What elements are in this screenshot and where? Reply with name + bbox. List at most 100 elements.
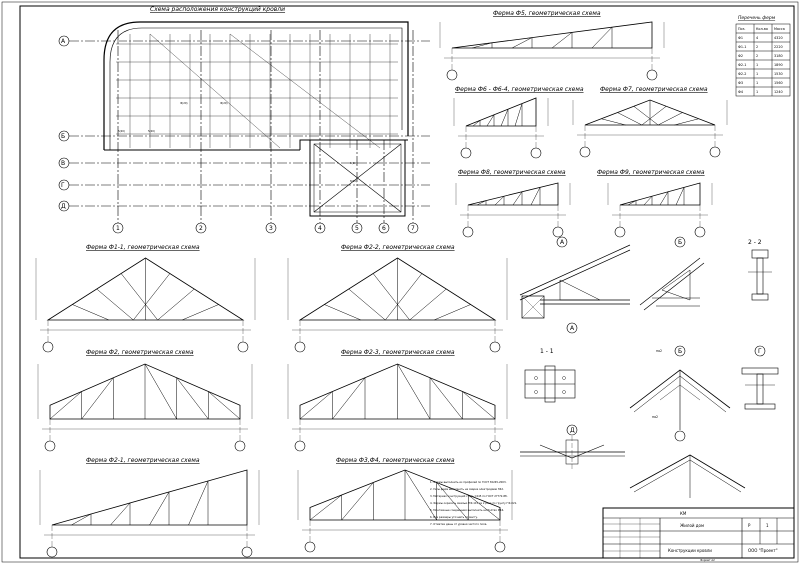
title-f8: Ферма Ф8, геометрическая схема bbox=[458, 169, 566, 176]
axis-label-2: 2 bbox=[199, 225, 203, 232]
truss-f2-1 bbox=[39, 469, 260, 558]
truss-f5 bbox=[439, 21, 665, 81]
table-cell: Ф2-2 bbox=[738, 72, 746, 76]
roof-plan: Схема расположения конструкций кровли А … bbox=[58, 6, 430, 234]
note-6: 6. Все размеры уточнить по месту. bbox=[430, 515, 478, 519]
plan-mark-2: Ф(20) bbox=[220, 101, 228, 105]
table-cell: 1890 bbox=[774, 63, 783, 67]
row-axes bbox=[58, 35, 430, 212]
roof-outline bbox=[103, 21, 409, 217]
table-cell: 1 bbox=[756, 72, 758, 76]
axis-label-7: 7 bbox=[411, 225, 415, 232]
table-cell: 2 bbox=[756, 54, 758, 58]
table-cell: 1 bbox=[756, 81, 758, 85]
truss-f2-3 bbox=[287, 363, 508, 452]
node-detail-ridge-2 bbox=[629, 454, 746, 498]
title-f9: Ферма Ф9, геометрическая схема bbox=[597, 169, 705, 176]
table-cell: Ф4 bbox=[738, 90, 743, 94]
axis-label-1: 1 bbox=[116, 225, 120, 232]
truss-list-title: Перечень ферм bbox=[738, 15, 776, 21]
title-f1-1: Ферма Ф1-1, геометрическая схема bbox=[86, 244, 200, 251]
table-cell: 4 bbox=[756, 36, 758, 40]
table-cell: 2 bbox=[756, 45, 758, 49]
table-cell: 3180 bbox=[774, 54, 783, 58]
stamp-org: ООО "Проект" bbox=[748, 548, 778, 553]
table-header-cell: Масса bbox=[774, 27, 785, 31]
plan-grid bbox=[116, 33, 398, 149]
truss-schemes bbox=[35, 21, 728, 558]
note-3: 3. Материал конструкций сталь С245 по ГО… bbox=[430, 494, 508, 498]
axis-label-a: А bbox=[61, 38, 66, 45]
node-detail-g bbox=[741, 345, 779, 410]
axis-label-g: Г bbox=[61, 182, 65, 189]
truss-f8 bbox=[455, 182, 571, 238]
title-block bbox=[602, 507, 795, 559]
node-details bbox=[519, 236, 779, 498]
stamp-code: КМ bbox=[680, 511, 687, 516]
plan-mark-4: 5(20) bbox=[148, 129, 155, 133]
table-header-cell: Кол-во bbox=[756, 27, 768, 31]
truss-f3f4 bbox=[297, 469, 513, 553]
truss-f2-2 bbox=[287, 257, 508, 353]
node-detail-a bbox=[519, 236, 631, 334]
truss-f1-1 bbox=[35, 257, 256, 353]
plan-mark-6: 8(20) bbox=[350, 179, 357, 183]
title-f2-2: Ферма Ф2-2, геометрическая схема bbox=[341, 244, 455, 251]
table-cell: 1 bbox=[756, 90, 758, 94]
section-1-1 bbox=[524, 365, 576, 403]
table-cell: Ф2-1 bbox=[738, 63, 746, 67]
section-2-2 bbox=[748, 249, 772, 301]
truss-f6 bbox=[453, 97, 549, 159]
title-f2-3: Ферма Ф2-3, геометрическая схема bbox=[341, 349, 455, 356]
axis-label-b: Б bbox=[61, 133, 65, 140]
format-label: Формат А2 bbox=[700, 558, 715, 562]
node-detail-b bbox=[639, 236, 705, 311]
note-1: 1. Фермы выполнить из профилей по ГОСТ 3… bbox=[430, 480, 507, 484]
stamp-stage: Р bbox=[748, 523, 751, 528]
po2-mark-2: по2 bbox=[652, 415, 658, 419]
table-cell: 1530 bbox=[774, 72, 783, 76]
section-mark-2-2: 2 - 2 bbox=[748, 239, 762, 246]
note-5: 5. Монтажные соединения выполнить на бол… bbox=[430, 508, 504, 512]
table-cell: 1560 bbox=[774, 81, 783, 85]
col-axes bbox=[112, 30, 419, 234]
plan-mark-1: Ф(20) bbox=[180, 101, 188, 105]
truss-f7 bbox=[572, 99, 728, 158]
title-f5: Ферма Ф5, геометрическая схема bbox=[493, 10, 601, 17]
node-detail-ridge bbox=[629, 345, 731, 442]
po2-mark-1: по2 bbox=[656, 349, 662, 353]
table-cell: Ф2 bbox=[738, 54, 743, 58]
table-cell: 2220 bbox=[774, 45, 783, 49]
node-mark-b1: Б bbox=[678, 348, 682, 355]
plan-title: Схема расположения конструкций кровли bbox=[150, 6, 285, 13]
general-notes: 1. Фермы выполнить из профилей по ГОСТ 3… bbox=[430, 480, 517, 526]
plan-mark-3: 5(20) bbox=[118, 129, 125, 133]
note-7: 7. Отметки даны от уровня чистого пола. bbox=[430, 522, 487, 526]
title-f7: Ферма Ф7, геометрическая схема bbox=[600, 86, 708, 93]
axis-label-6: 6 bbox=[382, 225, 386, 232]
title-f2-1: Ферма Ф2-1, геометрическая схема bbox=[86, 457, 200, 464]
node-detail-d bbox=[520, 424, 625, 470]
section-mark-1-1: 1 - 1 bbox=[540, 348, 554, 355]
table-header-cell: Поз. bbox=[738, 27, 746, 31]
table-cell: Ф3 bbox=[738, 81, 743, 85]
table-cell: Ф1-1 bbox=[738, 45, 746, 49]
stamp-object: Жилой дом bbox=[680, 523, 704, 528]
axis-label-d: Д bbox=[61, 203, 66, 210]
axis-label-3: 3 bbox=[269, 225, 273, 232]
stamp-sheet-title: Конструкции кровли bbox=[668, 548, 712, 553]
node-mark-b: Б bbox=[678, 239, 682, 246]
node-mark-a2: А bbox=[570, 325, 575, 332]
title-f3f4: Ферма Ф3,Ф4, геометрическая схема bbox=[336, 457, 455, 464]
note-2: 2. Узлы ферм выполнить на сварке электро… bbox=[430, 487, 504, 491]
table-cell: 1 bbox=[756, 63, 758, 67]
node-mark-a: А bbox=[560, 239, 565, 246]
stamp-sheet: 1 bbox=[766, 523, 769, 528]
note-4: 4. Фермы окрасить эмалью ПФ-115 за 2 раз… bbox=[430, 501, 517, 505]
axis-label-v: В bbox=[61, 160, 65, 167]
